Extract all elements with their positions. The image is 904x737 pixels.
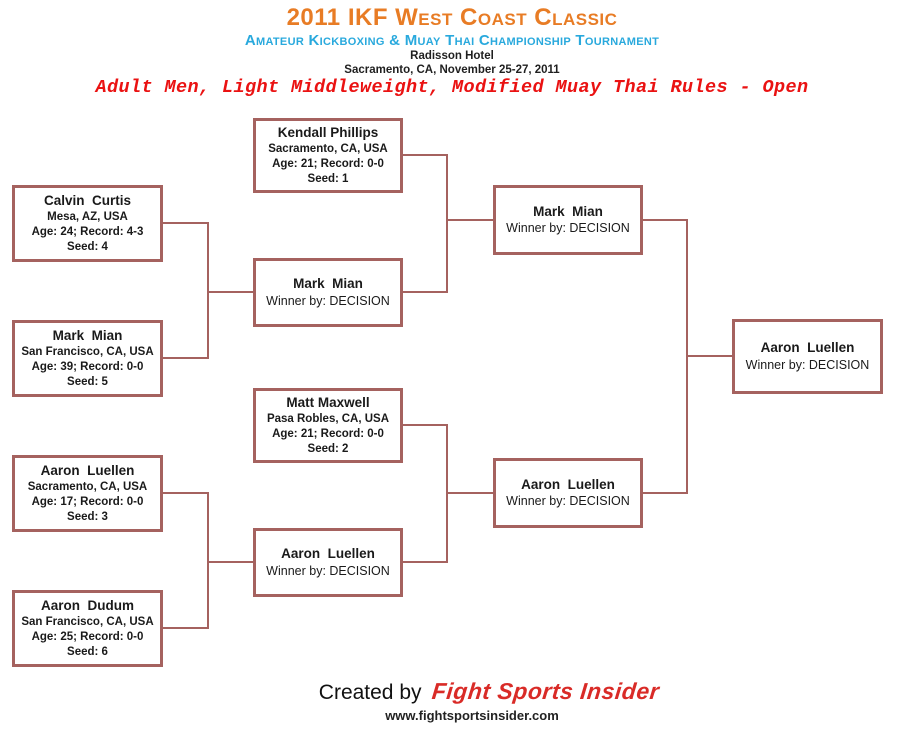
fight-sports-insider-logo: Fight Sports Insider [430,678,661,704]
fighter-location: Mesa, AZ, USA [47,210,128,223]
bracket-box-matt-maxwell: Matt Maxwell Pasa Robles, CA, USA Age: 2… [253,388,403,463]
connector-line [163,627,209,629]
fighter-location: Pasa Robles, CA, USA [266,412,390,425]
bracket-box-kendall-phillips: Kendall Phillips Sacramento, CA, USA Age… [253,118,403,193]
winner-name: Mark Mian [293,276,363,292]
winner-name: Aaron Luellen [281,546,375,562]
location-date: Sacramento, CA, November 25-27, 2011 [344,64,560,76]
connector-line [643,492,688,494]
connector-line [446,154,448,293]
winner-method: Winner by: DECISION [266,563,390,578]
connector-line [643,219,688,221]
connector-line [163,492,209,494]
winner-name: Aaron Luellen [760,340,855,356]
fighter-age-record: Age: 39; Record: 0-0 [31,360,144,373]
fighter-seed: Seed: 4 [67,240,108,253]
connector-line [403,561,448,563]
fighter-location: Sacramento, CA, USA [27,480,148,493]
connector-line [403,424,448,426]
connector-line [448,219,493,221]
bracket-box-quarterfinal-winner-bottom: Aaron Luellen Winner by: DECISION [253,528,403,597]
website-url: www.fightsportsinsider.com [385,708,559,723]
footer-credit: Created by Fight Sports Insider [37,678,904,705]
fighter-age-record: Age: 25; Record: 0-0 [31,630,144,643]
winner-name: Aaron Luellen [521,476,615,492]
connector-line [163,357,209,359]
fighter-name: Mark Mian [52,327,123,343]
fighter-age-record: Age: 21; Record: 0-0 [272,157,384,170]
event-title: 2011 IKF West Coast Classic [286,4,618,31]
winner-name: Mark Mian [533,203,603,219]
bracket-box-aaron-dudum: Aaron Dudum San Francisco, CA, USA Age: … [12,590,163,667]
connector-line [446,424,448,563]
fighter-name: Aaron Luellen [40,462,135,478]
connector-line [207,222,209,359]
connector-line [688,355,732,357]
connector-line [448,492,493,494]
fighter-name: Calvin Curtis [43,192,132,208]
fighter-name: Matt Maxwell [286,394,370,410]
bracket-box-semifinal-winner-bottom: Aaron Luellen Winner by: DECISION [493,458,643,528]
fighter-seed: Seed: 5 [67,375,108,388]
bracket-box-aaron-luellen: Aaron Luellen Sacramento, CA, USA Age: 1… [12,455,163,532]
connector-line [686,219,688,494]
winner-method: Winner by: DECISION [506,221,630,236]
fighter-seed: Seed: 1 [307,172,349,185]
fighter-name: Aaron Dudum [41,597,134,613]
fighter-age-record: Age: 17; Record: 0-0 [31,495,144,508]
bracket-box-mark-mian: Mark Mian San Francisco, CA, USA Age: 39… [12,320,163,397]
fighter-age-record: Age: 24; Record: 4-3 [31,225,144,238]
connector-line [209,561,253,563]
bracket-box-calvin-curtis: Calvin Curtis Mesa, AZ, USA Age: 24; Rec… [12,185,163,262]
fighter-seed: Seed: 6 [67,645,108,658]
fighter-location: Sacramento, CA, USA [268,142,388,155]
connector-line [403,154,448,156]
fighter-seed: Seed: 3 [67,510,108,523]
fighter-name: Kendall Phillips [277,124,379,140]
connector-line [207,492,209,629]
connector-line [403,291,448,293]
winner-method: Winner by: DECISION [745,357,870,372]
connector-line [209,291,253,293]
division-title: Adult Men, Light Middleweight, Modified … [95,77,809,98]
bracket-box-quarterfinal-winner-top: Mark Mian Winner by: DECISION [253,258,403,327]
winner-method: Winner by: DECISION [266,293,390,308]
created-by-text: Created by [318,681,422,704]
fighter-location: San Francisco, CA, USA [21,345,154,358]
event-subtitle: Amateur Kickboxing & Muay Thai Champions… [244,32,660,49]
fighter-location: San Francisco, CA, USA [21,615,154,628]
fighter-age-record: Age: 21; Record: 0-0 [272,427,384,440]
venue-name: Radisson Hotel [410,50,494,62]
winner-method: Winner by: DECISION [506,494,630,509]
connector-line [163,222,209,224]
fighter-seed: Seed: 2 [307,442,349,455]
bracket-box-semifinal-winner-top: Mark Mian Winner by: DECISION [493,185,643,255]
bracket-box-final-winner: Aaron Luellen Winner by: DECISION [732,319,883,394]
